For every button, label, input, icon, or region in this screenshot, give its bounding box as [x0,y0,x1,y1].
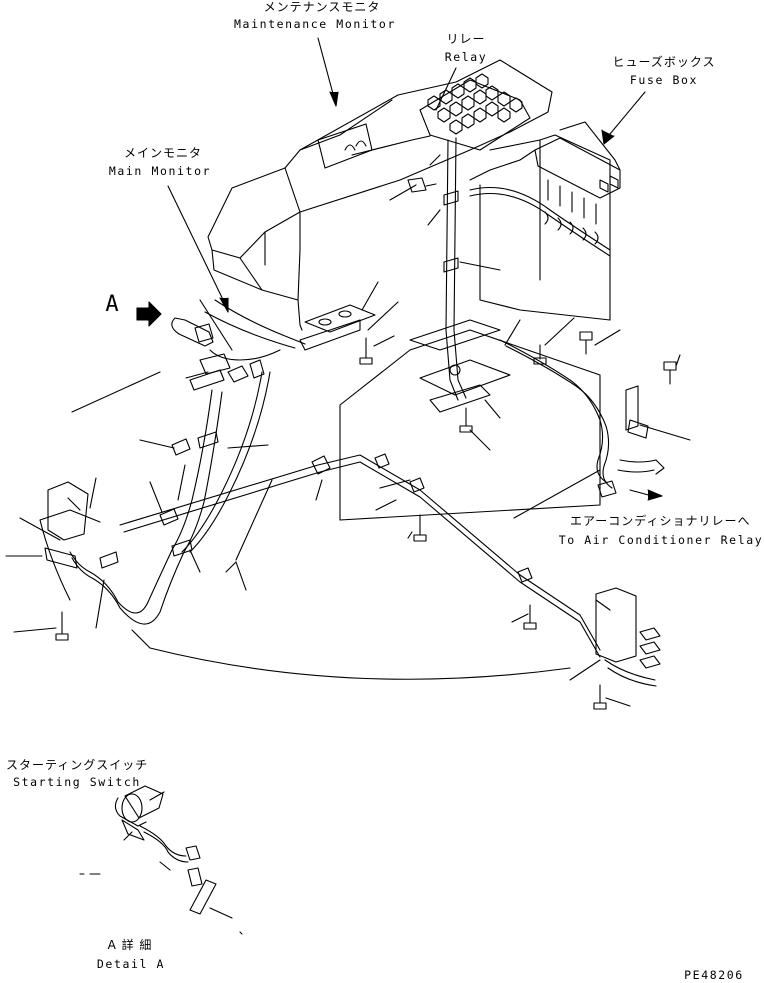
bracket-plate [304,304,376,333]
ac-relay-label-en: To Air Conditioner Relay [558,533,764,547]
drawing-number: PE48206 [684,968,744,982]
main-monitor-label-jp: メインモニタ [123,146,202,160]
monitor-housing [207,59,553,331]
maintenance-monitor-label-jp: メンテナンスモニタ [263,0,381,14]
leader-lines [5,37,691,707]
fuse-box-label-en: Fuse Box [629,73,699,87]
monitor-window [317,123,373,169]
panel-edge [489,134,611,321]
floor-plate [339,329,601,521]
view-marker-a: A [105,292,119,317]
starting-switch-label-en: Starting Switch [13,775,141,789]
fuse-box-label-jp: ヒューズボックス [612,55,716,69]
main-harness [443,137,611,401]
left-harness [69,389,213,614]
relay-bank [419,73,531,151]
maintenance-monitor-label-en: Maintenance Monitor [234,17,396,31]
starting-switch-detail [79,785,243,935]
main-monitor-label-en: Main Monitor [108,164,212,178]
detail-a-label-jp: A 詳 細 [107,938,153,952]
relay-label-jp: リレー [446,32,486,46]
ac-relay-label-jp: エアーコンディショナリレーへ [570,514,751,528]
starting-switch-label-jp: スターティングスイッチ [6,758,149,772]
detail-a-label-en: Detail A [96,957,166,971]
view-arrow-a [136,301,162,327]
lower-connector-block [595,587,637,663]
ac-relay-harness [499,339,607,483]
cross-harness [119,454,601,651]
bolts [55,177,677,710]
relay-label-en: Relay [444,50,488,64]
floor-outline [149,647,571,680]
main-monitor-connectors [171,299,306,391]
